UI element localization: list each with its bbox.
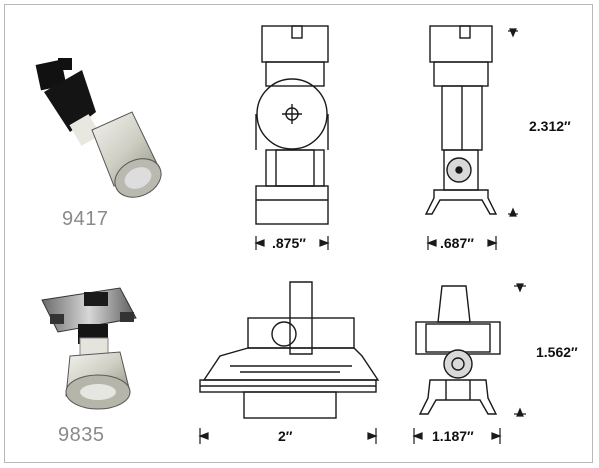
- drawing-9835-front: [199, 281, 380, 419]
- track-light-9417-photo: [35, 58, 162, 198]
- dimension-9835-side-width: [412, 428, 502, 444]
- spec-sheet-frame: [4, 4, 593, 463]
- track-light-9835-photo: [41, 287, 137, 410]
- dimension-9417-height: [508, 28, 518, 217]
- dimension-label-9835-height: 1.562″: [536, 344, 578, 360]
- model-label-9417: 9417: [62, 208, 109, 230]
- dimension-9417-side-width: [426, 236, 498, 250]
- dimension-label-9417-front-width: .875″: [272, 235, 306, 251]
- model-label-9835: 9835: [58, 424, 105, 446]
- dimension-label-9417-height: 2.312″: [529, 118, 571, 134]
- dimension-9417-front-width: [254, 236, 330, 250]
- drawing-9835-side: [415, 285, 501, 415]
- drawing-9417-side: [424, 25, 498, 215]
- dimension-label-9417-side-width: .687″: [440, 235, 474, 251]
- dimension-label-9835-side-width: 1.187″: [432, 428, 474, 444]
- dimension-label-9835-front-width: 2″: [278, 428, 293, 444]
- dimension-9835-height: [514, 283, 526, 417]
- dimension-9835-front-width: [198, 428, 378, 444]
- drawing-9417-front: [255, 25, 329, 225]
